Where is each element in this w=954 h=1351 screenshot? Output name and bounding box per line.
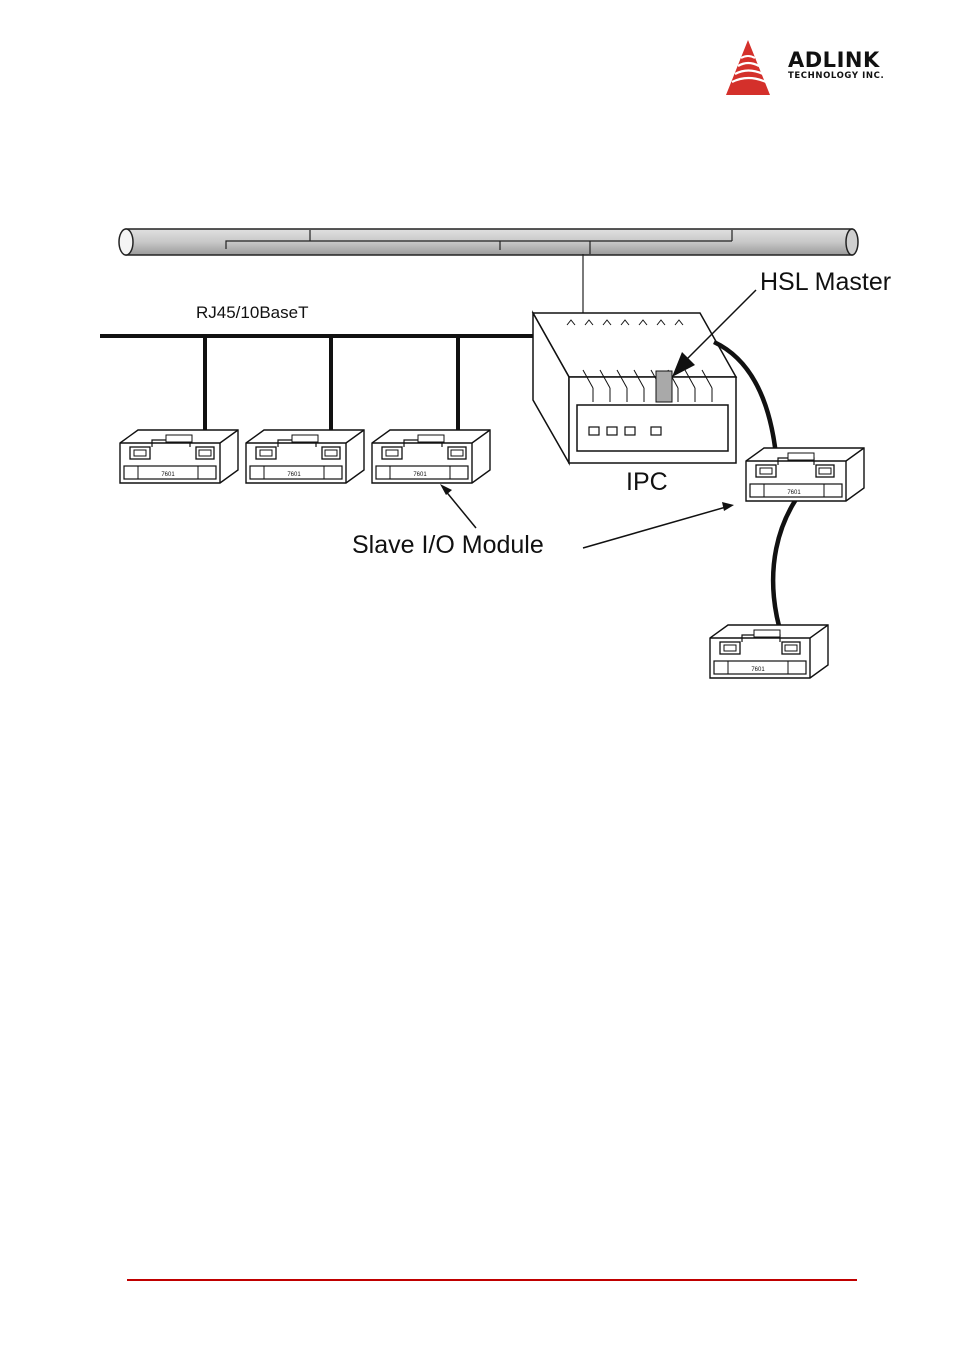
slave-4-tag: 7601 — [787, 490, 801, 496]
slave-module-4: 7601 — [746, 448, 864, 501]
ipc-label: IPC — [626, 468, 668, 496]
slave-module-1: 7601 — [120, 430, 238, 483]
slave-5-tag: 7601 — [751, 667, 765, 673]
rj45-label: RJ45/10BaseT — [196, 303, 308, 322]
footer-rule — [127, 1279, 857, 1281]
slave-label: Slave I/O Module — [352, 531, 544, 559]
slave-2-tag: 7601 — [287, 472, 301, 478]
slave-pointer-right — [583, 507, 726, 548]
slave-1-tag: 7601 — [161, 472, 175, 478]
hsl-master-label: HSL Master — [760, 268, 891, 296]
ipc-chassis — [533, 313, 736, 463]
slave-pointer-left-head — [440, 484, 452, 495]
slave-module-5: 7601 — [710, 625, 828, 678]
backbone-pipe — [119, 229, 858, 255]
hsl-network-diagram: RJ45/10BaseT IPC — [0, 0, 954, 720]
hsl-master-card — [656, 371, 672, 402]
slave-3-tag: 7601 — [413, 472, 427, 478]
slave-pointer-left — [444, 489, 476, 528]
slave-pointer-right-head — [722, 502, 734, 511]
slave-module-3: 7601 — [372, 430, 490, 483]
slave-module-2: 7601 — [246, 430, 364, 483]
